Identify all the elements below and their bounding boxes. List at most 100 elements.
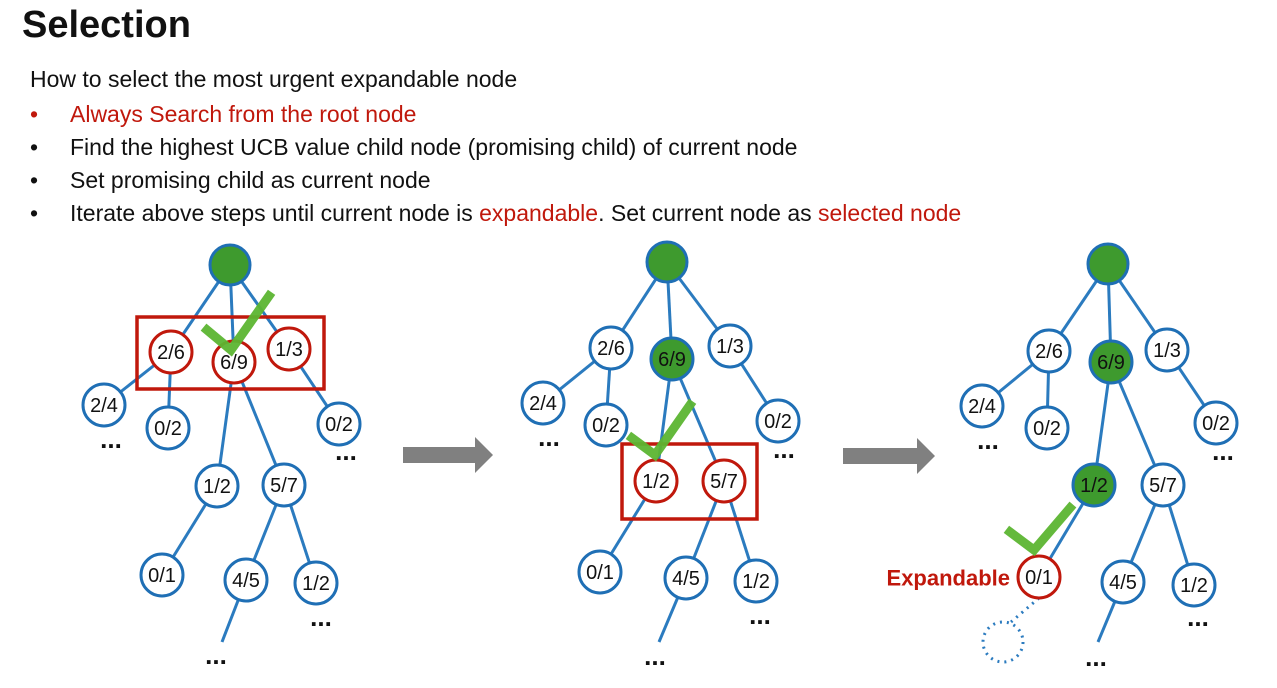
- node-label: 2/6: [597, 338, 625, 360]
- node-label: 1/3: [275, 339, 303, 361]
- node-label: 1/2: [642, 471, 670, 493]
- tree-node: [1071, 462, 1117, 508]
- bullet-text: expandable: [479, 200, 599, 226]
- node-label: 0/2: [1033, 418, 1061, 440]
- node-label: 4/5: [232, 570, 260, 592]
- tree-node: [1140, 462, 1186, 508]
- tree-node: [1016, 554, 1062, 600]
- ellipsis-text: ...: [977, 425, 999, 455]
- node-label: 1/2: [742, 571, 770, 593]
- bullet-marker: •: [30, 101, 39, 127]
- ellipsis-text: ...: [335, 436, 357, 466]
- tree-node: [701, 458, 747, 504]
- tree-node: [293, 560, 339, 606]
- ellipsis-text: ...: [1187, 602, 1209, 632]
- node-label: 1/2: [1080, 475, 1108, 497]
- ellipsis-text: ...: [644, 641, 666, 671]
- tree-node: [81, 382, 127, 428]
- node-label: 5/7: [270, 475, 298, 497]
- tree-node: [1144, 327, 1190, 373]
- node-label: 2/4: [968, 396, 996, 418]
- node-label: 0/2: [325, 414, 353, 436]
- bullet-text: Find the highest UCB value child node (p…: [70, 134, 798, 160]
- bullet-text: Iterate above steps until current node i…: [70, 200, 480, 226]
- node-label: 2/6: [157, 342, 185, 364]
- root-node: [1086, 242, 1130, 286]
- tree-node: [1026, 328, 1072, 374]
- bullet-marker: •: [30, 167, 39, 193]
- step-arrow-icon: [403, 437, 493, 473]
- node-label: 4/5: [672, 568, 700, 590]
- tree-node: [959, 383, 1005, 429]
- node-label: 6/9: [220, 352, 248, 374]
- tree-node: [1171, 562, 1217, 608]
- ellipsis-text: ...: [749, 600, 771, 630]
- node-label: 0/2: [764, 411, 792, 433]
- tree-node: [223, 557, 269, 603]
- ellipsis-text: ...: [310, 602, 332, 632]
- checkmark-icon: [1003, 501, 1077, 557]
- tree-node: [663, 555, 709, 601]
- tree-node: [316, 401, 362, 447]
- tree-node: [1100, 559, 1146, 605]
- ellipsis-text: ...: [1085, 642, 1107, 672]
- node-label: 1/3: [1153, 340, 1181, 362]
- tree-step-1: 2/6 6/9 1/3 2/4 0/2 0/2 1/2 5/7 0/1 4/5 1/2.......…: [81, 243, 362, 670]
- tree-node: [145, 405, 191, 451]
- tree-node: [588, 325, 634, 371]
- node-label: 5/7: [710, 471, 738, 493]
- ellipsis-text: ...: [205, 640, 227, 670]
- candidate-box: [620, 442, 759, 521]
- ellipsis-text: ...: [538, 422, 560, 452]
- node-label: 5/7: [1149, 475, 1177, 497]
- bullet-item: • Always Search from the root node: [30, 98, 961, 131]
- slide-title: Selection: [22, 4, 191, 46]
- ellipsis-text: ...: [773, 434, 795, 464]
- tree-node: [148, 329, 194, 375]
- tree-node: [755, 398, 801, 444]
- node-label: 6/9: [658, 349, 686, 371]
- bullet-text: Always Search from the root node: [70, 101, 417, 127]
- root-node: [645, 240, 689, 284]
- tree-node: [649, 336, 695, 382]
- node-label: 0/2: [592, 415, 620, 437]
- node-label: 1/2: [203, 476, 231, 498]
- bullet-list: •Always Search from the root node•Find t…: [30, 98, 961, 230]
- node-label: 2/4: [90, 395, 118, 417]
- root-node: [208, 243, 252, 287]
- tree-node: [266, 326, 312, 372]
- bullet-text: selected node: [818, 200, 962, 226]
- node-label: 2/4: [529, 393, 557, 415]
- candidate-box: [135, 315, 326, 391]
- tree-node: [707, 323, 753, 369]
- bullet-text: Set promising child as current node: [70, 167, 431, 193]
- tree-node: [1088, 339, 1134, 385]
- node-label: 1/2: [1180, 575, 1208, 597]
- dashed-edge: [1010, 596, 1040, 624]
- bullet-text: . Set current node as: [598, 200, 818, 226]
- tree-node: [1024, 405, 1070, 451]
- expandable-label: Expandable: [887, 566, 1010, 591]
- new-child-node: [981, 620, 1025, 664]
- node-label: 0/2: [154, 418, 182, 440]
- bullet-item: • Set promising child as current node: [30, 164, 961, 197]
- tree-node: [733, 558, 779, 604]
- intro-text: How to select the most urgent expandable…: [30, 66, 518, 92]
- tree-node: [1193, 400, 1239, 446]
- checkmark-icon: [200, 289, 276, 357]
- bullet-marker: •: [30, 200, 39, 226]
- node-label: 1/2: [302, 573, 330, 595]
- node-label: 0/1: [148, 565, 176, 587]
- node-label: 6/9: [1097, 352, 1125, 374]
- tree-node: [577, 549, 623, 595]
- bullet-item: • Iterate above steps until current node …: [30, 197, 961, 230]
- node-label: 0/1: [1025, 567, 1053, 589]
- tree-node: [520, 380, 566, 426]
- bullet-item: •Find the highest UCB value child node (…: [30, 131, 961, 164]
- tree-node: [139, 552, 185, 598]
- tree-node: [583, 402, 629, 448]
- checkmark-icon: [625, 398, 697, 462]
